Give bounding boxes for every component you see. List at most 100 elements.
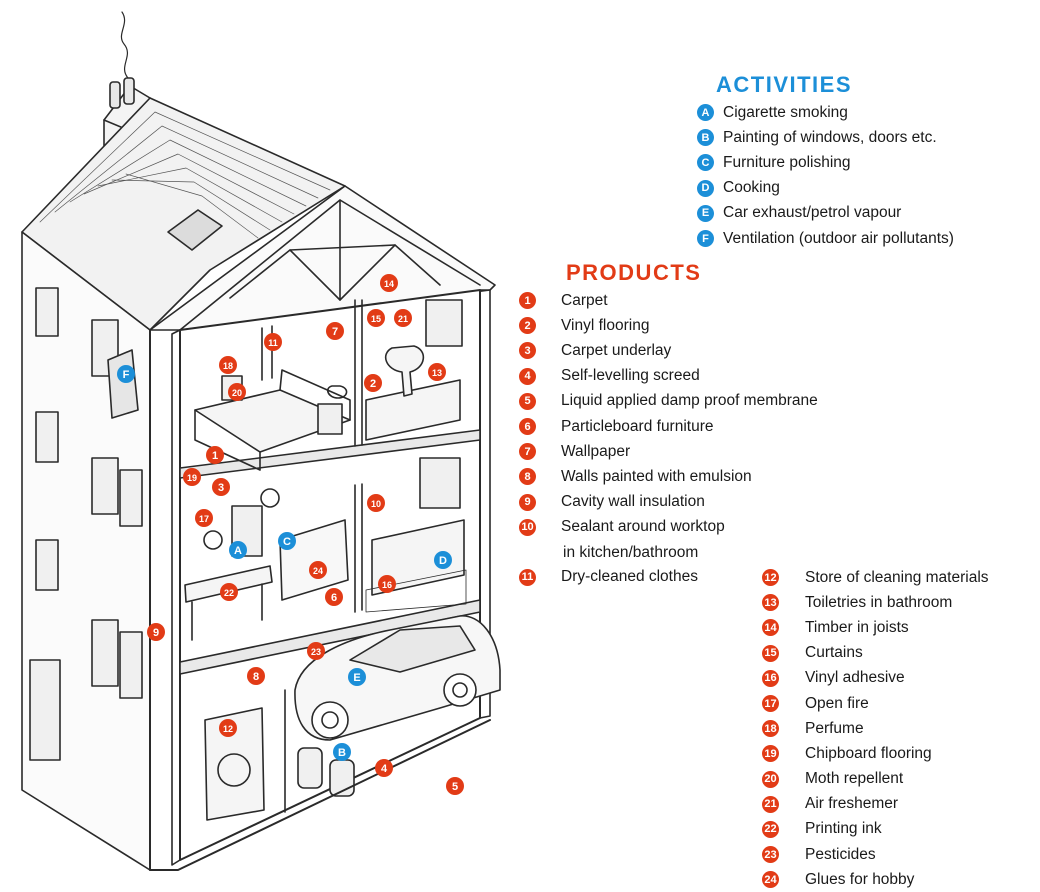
- product-label: Carpet: [561, 291, 608, 309]
- product-label: Sealant around worktop: [561, 518, 725, 536]
- product-label-continuation: in kitchen/bathroom: [563, 543, 699, 561]
- product-badge: 21: [762, 795, 779, 813]
- product-badge: 17: [762, 695, 779, 713]
- product-badge: 20: [762, 770, 779, 788]
- product-marker-circle: [212, 478, 230, 496]
- product-marker-circle: [195, 509, 213, 527]
- product-label: Carpet underlay: [561, 341, 672, 359]
- activity-badge: E: [697, 204, 714, 222]
- activity-label: Cooking: [723, 179, 780, 197]
- product-marker-circle: [394, 309, 412, 327]
- product-badge: 18: [762, 720, 779, 738]
- product-marker-circle: [219, 356, 237, 374]
- product-marker-circle: [307, 642, 325, 660]
- activity-marker-label: A: [234, 545, 242, 557]
- product-marker-15: 15: [367, 309, 385, 327]
- activity-marker-label: F: [123, 369, 130, 381]
- product-marker-6: 6: [325, 588, 343, 606]
- product-marker-13: 13: [428, 363, 446, 381]
- product-marker-label: 14: [384, 279, 394, 289]
- product-marker-21: 21: [394, 309, 412, 327]
- product-marker-label: 9: [153, 627, 159, 639]
- product-marker-2: 2: [364, 374, 382, 392]
- product-badge: 7: [519, 443, 536, 461]
- activity-badge: F: [697, 230, 714, 248]
- product-item-2: 2 Vinyl flooring: [519, 313, 818, 338]
- product-item-17: 17 Open fire: [762, 691, 989, 716]
- product-marker-circle: [364, 374, 382, 392]
- product-marker-circle: [367, 309, 385, 327]
- product-marker-17: 17: [195, 509, 213, 527]
- activity-item-c: C Furniture polishing: [697, 150, 954, 175]
- product-marker-circle: [380, 274, 398, 292]
- product-marker-8: 8: [247, 667, 265, 685]
- activities-legend: ACTIVITIES A Cigarette smoking B Paintin…: [697, 70, 954, 251]
- product-marker-circle: [325, 588, 343, 606]
- product-badge: 8: [519, 468, 536, 486]
- product-marker-circle: [147, 623, 165, 641]
- product-marker-circle: [326, 322, 344, 340]
- product-item-19: 19 Chipboard flooring: [762, 741, 989, 766]
- kitchen-counter: [371, 519, 465, 596]
- product-marker-20: 20: [228, 383, 246, 401]
- activity-label: Painting of windows, doors etc.: [723, 128, 937, 146]
- product-badge: 19: [762, 745, 779, 763]
- product-item-14: 14 Timber in joists: [762, 615, 989, 640]
- product-label: Open fire: [805, 694, 869, 712]
- product-marker-label: 3: [218, 482, 224, 494]
- activity-badge: B: [697, 129, 714, 147]
- activity-item-d: D Cooking: [697, 176, 954, 201]
- product-label: Curtains: [805, 644, 863, 662]
- product-item-24: 24 Glues for hobby: [762, 867, 989, 892]
- product-item-21: 21 Air freshemer: [762, 792, 989, 817]
- washing-machine: [204, 707, 265, 821]
- product-item-5: 5 Liquid applied damp proof membrane: [519, 389, 818, 414]
- product-marker-label: 10: [371, 499, 381, 509]
- product-badge: 15: [762, 644, 779, 662]
- product-marker-circle: [378, 575, 396, 593]
- product-label: Store of cleaning materials: [805, 568, 989, 586]
- product-marker-7: 7: [326, 322, 344, 340]
- product-badge: 13: [762, 594, 779, 612]
- product-label: Air freshemer: [805, 795, 899, 813]
- product-label: Perfume: [805, 719, 864, 737]
- skylight: [167, 209, 223, 251]
- product-marker-19: 19: [183, 468, 201, 486]
- activity-marker-label: D: [439, 555, 447, 567]
- activity-marker-circle: [348, 668, 366, 686]
- product-item-3: 3 Carpet underlay: [519, 338, 818, 363]
- product-badge: 3: [519, 342, 536, 360]
- activity-badge: C: [697, 154, 714, 172]
- product-badge: 1: [519, 292, 536, 310]
- activity-label: Furniture polishing: [723, 153, 851, 171]
- product-badge: 5: [519, 392, 536, 410]
- product-label: Vinyl adhesive: [805, 669, 905, 687]
- product-marker-5: 5: [446, 777, 464, 795]
- product-label: Timber in joists: [805, 618, 909, 636]
- product-marker-label: 20: [232, 388, 242, 398]
- product-label: Particleboard furniture: [561, 417, 714, 435]
- products-legend-continued: 12 Store of cleaning materials 13 Toilet…: [762, 565, 989, 892]
- product-item-6: 6 Particleboard furniture: [519, 414, 818, 439]
- floor-first: [179, 599, 481, 675]
- floor-attic: [179, 429, 481, 479]
- product-marker-label: 4: [381, 763, 388, 775]
- product-marker-3: 3: [212, 478, 230, 496]
- activity-label: Cigarette smoking: [723, 103, 848, 121]
- product-marker-label: 11: [268, 338, 278, 348]
- product-marker-circle: [428, 363, 446, 381]
- products-legend: PRODUCTS 1 Carpet 2 Vinyl flooring 3 Car…: [519, 258, 818, 590]
- product-label: Moth repellent: [805, 770, 904, 788]
- product-marker-circle: [247, 667, 265, 685]
- activity-item-b: B Painting of windows, doors etc.: [697, 125, 954, 150]
- product-marker-4: 4: [375, 759, 393, 777]
- product-badge: 23: [762, 846, 779, 864]
- activity-marker-label: E: [353, 672, 360, 684]
- activity-badge: D: [697, 179, 714, 197]
- product-marker-14: 14: [380, 274, 398, 292]
- product-item-1: 1 Carpet: [519, 288, 818, 313]
- product-label: Wallpaper: [561, 442, 631, 460]
